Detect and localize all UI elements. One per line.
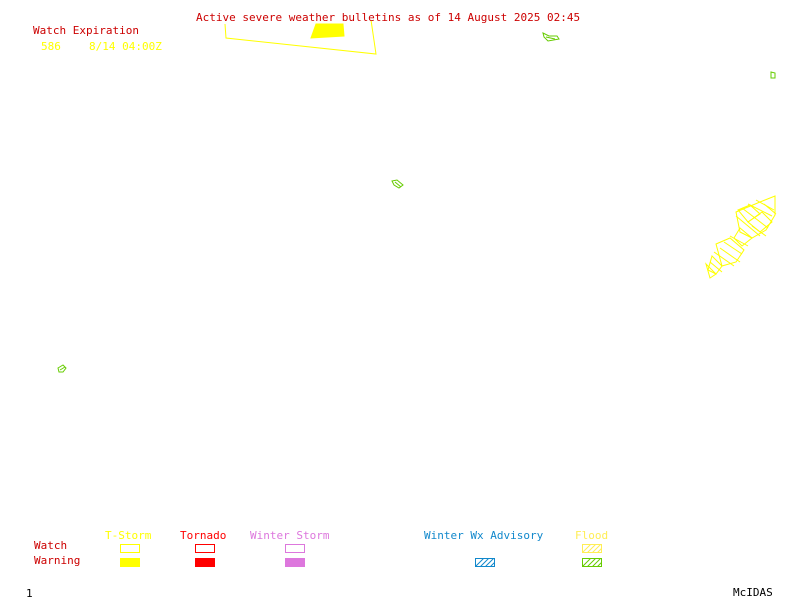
legend-row-label-watch: Watch <box>34 539 68 552</box>
flood-warning-east-edge[interactable] <box>770 71 776 79</box>
watch-id[interactable]: 586 <box>41 40 61 53</box>
legend-label-tornado: Tornado <box>180 529 227 542</box>
legend-row-label-warning: Warning <box>34 554 81 567</box>
watch-expires: 8/14 04:00Z <box>89 40 162 53</box>
watch-expiration-heading: Watch Expiration <box>33 24 139 37</box>
legend-swatch-winter-storm-watch <box>285 544 305 553</box>
mcidas-brand: McIDAS <box>733 586 773 599</box>
legend-swatch-flood-warning <box>582 558 602 567</box>
flood-warning-ne[interactable] <box>542 32 560 42</box>
tstorm-watch-polygon[interactable] <box>224 19 377 55</box>
legend-swatch-flood-watch <box>582 544 602 553</box>
flood-warning-west[interactable] <box>57 364 67 373</box>
legend-label-flood: Flood <box>575 529 609 542</box>
bulletin-title: Active severe weather bulletins as of 14… <box>196 11 581 24</box>
flood-warning-central[interactable] <box>391 179 404 189</box>
legend-swatch-winter-wx-advisory <box>475 558 495 567</box>
legend-label-winter-storm: Winter Storm <box>250 529 330 542</box>
frame-number: 1 <box>26 587 33 600</box>
legend-swatch-tstorm-warning <box>120 558 140 567</box>
flood-warning-cluster[interactable] <box>704 195 777 279</box>
legend-swatch-tornado-warning <box>195 558 215 567</box>
legend-label-winter-wx-advisory: Winter Wx Advisory <box>424 529 544 542</box>
legend-label-tstorm: T-Storm <box>105 529 152 542</box>
legend-swatch-winter-storm-warning <box>285 558 305 567</box>
legend-swatch-tornado-watch <box>195 544 215 553</box>
legend-swatch-tstorm-watch <box>120 544 140 553</box>
tstorm-warning-polygon[interactable] <box>310 23 345 39</box>
